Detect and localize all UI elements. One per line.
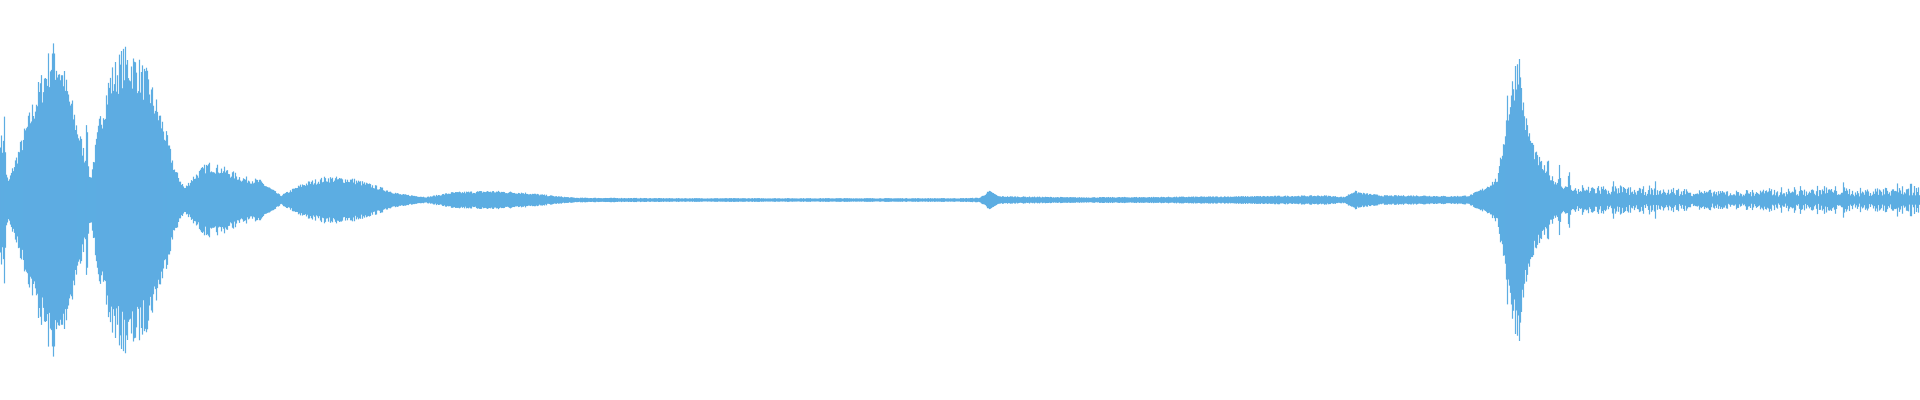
waveform-samples xyxy=(0,43,1920,357)
